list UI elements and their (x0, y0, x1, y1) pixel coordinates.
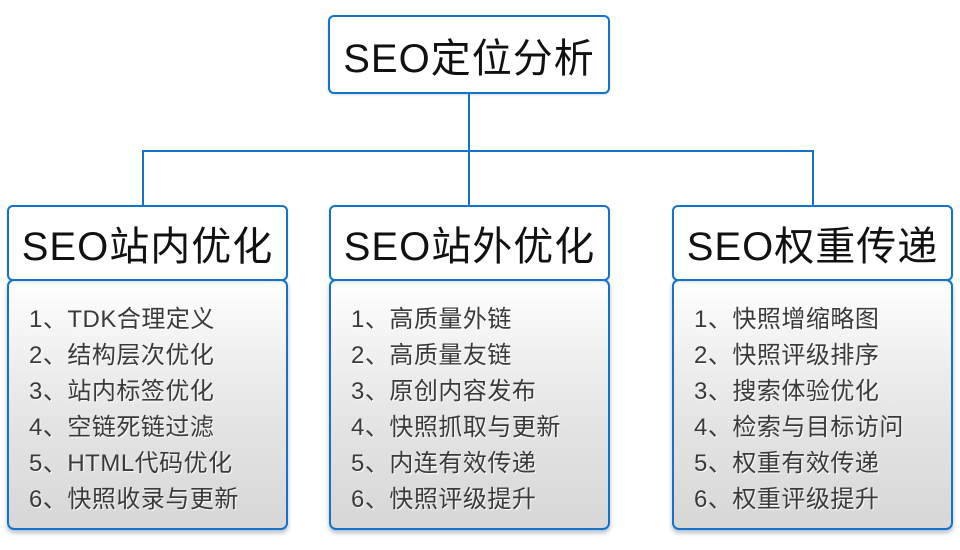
branch-offsite-title: SEO站外优化 (343, 225, 596, 269)
branch-onsite-title: SEO站内优化 (21, 225, 274, 269)
list-item: 1、快照增缩略图 (694, 306, 880, 333)
branch-offsite-header: SEO站外优化 (329, 205, 610, 281)
root-node-title: SEO定位分析 (343, 36, 595, 81)
list-item: 4、检索与目标访问 (694, 414, 904, 441)
list-item: 5、内连有效传递 (351, 450, 537, 477)
root-node-seo-positioning: SEO定位分析 (328, 15, 610, 94)
list-item: 3、搜索体验优化 (694, 378, 880, 405)
list-item: 1、高质量外链 (351, 306, 512, 333)
list-item: 3、站内标签优化 (29, 378, 215, 405)
list-item: 5、HTML代码优化 (29, 450, 233, 477)
list-item: 4、空链死链过滤 (29, 414, 215, 441)
list-item: 4、快照抓取与更新 (351, 414, 561, 441)
list-item: 3、原创内容发布 (351, 378, 537, 405)
connector-horizontal (142, 150, 814, 152)
list-item: 2、结构层次优化 (29, 342, 215, 369)
list-item: 5、权重有效传递 (694, 450, 880, 477)
list-item: 2、高质量友链 (351, 342, 512, 369)
list-item: 6、权重评级提升 (694, 486, 880, 513)
branch-onsite-list: 1、TDK合理定义 2、结构层次优化 3、站内标签优化 4、空链死链过滤 5、H… (7, 279, 288, 530)
branch-onsite-header: SEO站内优化 (7, 205, 288, 281)
branch-weight-list: 1、快照增缩略图 2、快照评级排序 3、搜索体验优化 4、检索与目标访问 5、权… (672, 279, 953, 530)
connector-root-stem (468, 93, 470, 152)
connector-drop-center (468, 150, 470, 207)
list-item: 6、快照收录与更新 (29, 486, 239, 513)
branch-weight-header: SEO权重传递 (672, 205, 953, 281)
list-item: 6、快照评级提升 (351, 486, 537, 513)
branch-weight-title: SEO权重传递 (686, 225, 939, 269)
connector-drop-left (142, 150, 144, 207)
branch-offsite-list: 1、高质量外链 2、高质量友链 3、原创内容发布 4、快照抓取与更新 5、内连有… (329, 279, 610, 530)
list-item: 1、TDK合理定义 (29, 306, 215, 333)
list-item: 2、快照评级排序 (694, 342, 880, 369)
connector-drop-right (812, 150, 814, 207)
